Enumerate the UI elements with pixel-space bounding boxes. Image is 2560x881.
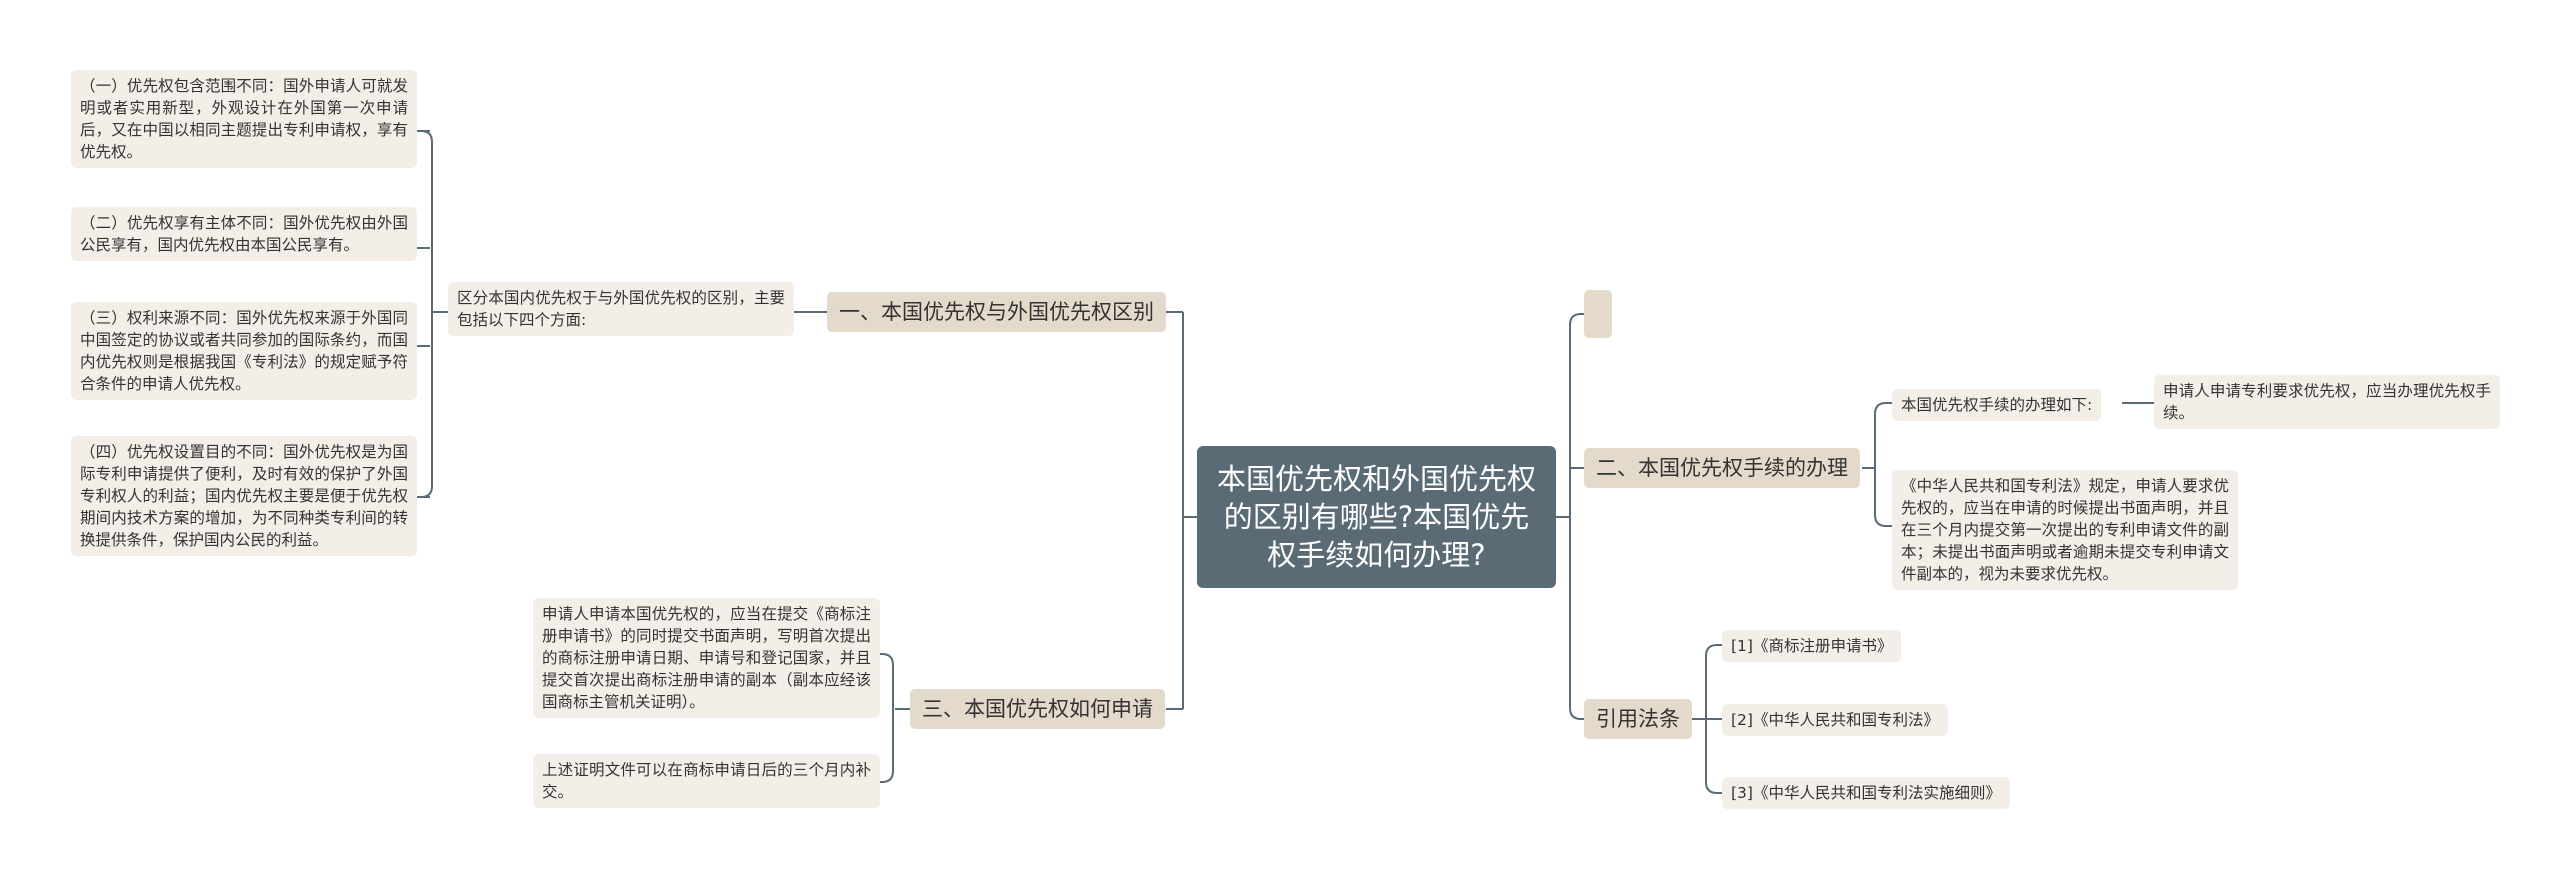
connector-summary-points <box>417 130 448 498</box>
difference-point-1[interactable]: （一）优先权包含范围不同：国外申请人可就发明或者实用新型，外观设计在外国第一次申… <box>71 70 417 168</box>
difference-point-2[interactable]: （二）优先权享有主体不同：国外优先权由外国公民享有，国内优先权由本国公民享有。 <box>71 207 417 261</box>
branch-difference-label: 一、本国优先权与外国优先权区别 <box>839 300 1154 324</box>
procedure-law-note-text: 《中华人民共和国专利法》规定，申请人要求优先权的，应当在申请的时候提出书面声明，… <box>1901 477 2229 583</box>
branch-apply-label: 三、本国优先权如何申请 <box>922 697 1153 721</box>
empty-topic[interactable] <box>1584 290 1612 338</box>
central-topic[interactable]: 本国优先权和外国优先权的区别有哪些?本国优先权手续如何办理? <box>1197 446 1556 588</box>
difference-point-1-text: （一）优先权包含范围不同：国外申请人可就发明或者实用新型，外观设计在外国第一次申… <box>80 77 408 161</box>
procedure-law-note[interactable]: 《中华人民共和国专利法》规定，申请人要求优先权的，应当在申请的时候提出书面声明，… <box>1892 470 2238 590</box>
connector-root-right <box>1556 325 1571 708</box>
branch-procedure-label: 二、本国优先权手续的办理 <box>1596 456 1848 480</box>
branch-difference[interactable]: 一、本国优先权与外国优先权区别 <box>827 292 1166 332</box>
branch-laws-label: 引用法条 <box>1596 707 1680 731</box>
law-item-1-text: [1]《商标注册申请书》 <box>1731 637 1893 655</box>
law-item-2-text: [2]《中华人民共和国专利法》 <box>1731 711 1939 729</box>
difference-point-3[interactable]: （三）权利来源不同：国外优先权来源于外国同中国签定的协议或者共同参加的国际条约，… <box>71 302 417 400</box>
apply-point-2-text: 上述证明文件可以在商标申请日后的三个月内补交。 <box>542 761 871 801</box>
procedure-intro-detail-text: 申请人申请专利要求优先权，应当办理优先权手续。 <box>2163 382 2491 422</box>
difference-point-4[interactable]: （四）优先权设置目的不同：国外优先权是为国际专利申请提供了便利，及时有效的保护了… <box>71 436 417 556</box>
law-item-3[interactable]: [3]《中华人民共和国专利法实施细则》 <box>1722 777 2010 809</box>
connector-root-left <box>1182 312 1197 709</box>
law-item-3-text: [3]《中华人民共和国专利法实施细则》 <box>1731 784 2001 802</box>
apply-point-2[interactable]: 上述证明文件可以在商标申请日后的三个月内补交。 <box>533 754 880 808</box>
branch-apply[interactable]: 三、本国优先权如何申请 <box>910 689 1165 729</box>
connector-to-laws <box>1569 707 1584 720</box>
connector-apply-points <box>880 653 910 783</box>
connector-to-empty <box>1569 313 1584 326</box>
branch-procedure[interactable]: 二、本国优先权手续的办理 <box>1584 448 1860 488</box>
difference-point-2-text: （二）优先权享有主体不同：国外优先权由外国公民享有，国内优先权由本国公民享有。 <box>80 214 408 254</box>
apply-point-1-text: 申请人申请本国优先权的，应当在提交《商标注册申请书》的同时提交书面声明，写明首次… <box>542 605 871 711</box>
difference-point-3-text: （三）权利来源不同：国外优先权来源于外国同中国签定的协议或者共同参加的国际条约，… <box>80 309 408 393</box>
law-item-1[interactable]: [1]《商标注册申请书》 <box>1722 630 1902 662</box>
apply-point-1[interactable]: 申请人申请本国优先权的，应当在提交《商标注册申请书》的同时提交书面声明，写明首次… <box>533 598 880 718</box>
procedure-intro[interactable]: 本国优先权手续的办理如下: <box>1892 389 2102 421</box>
procedure-intro-text: 本国优先权手续的办理如下: <box>1901 396 2093 414</box>
difference-summary[interactable]: 区分本国内优先权于与外国优先权的区别，主要包括以下四个方面: <box>448 282 794 336</box>
connector-procedure-children <box>1862 402 1892 527</box>
difference-summary-text: 区分本国内优先权于与外国优先权的区别，主要包括以下四个方面: <box>457 289 785 329</box>
connector-laws-items <box>1692 644 1722 794</box>
branch-laws[interactable]: 引用法条 <box>1584 699 1692 739</box>
difference-point-4-text: （四）优先权设置目的不同：国外优先权是为国际专利申请提供了便利，及时有效的保护了… <box>80 443 408 549</box>
law-item-2[interactable]: [2]《中华人民共和国专利法》 <box>1722 704 1948 736</box>
procedure-intro-detail[interactable]: 申请人申请专利要求优先权，应当办理优先权手续。 <box>2154 375 2500 429</box>
central-topic-text: 本国优先权和外国优先权的区别有哪些?本国优先权手续如何办理? <box>1216 462 1536 572</box>
